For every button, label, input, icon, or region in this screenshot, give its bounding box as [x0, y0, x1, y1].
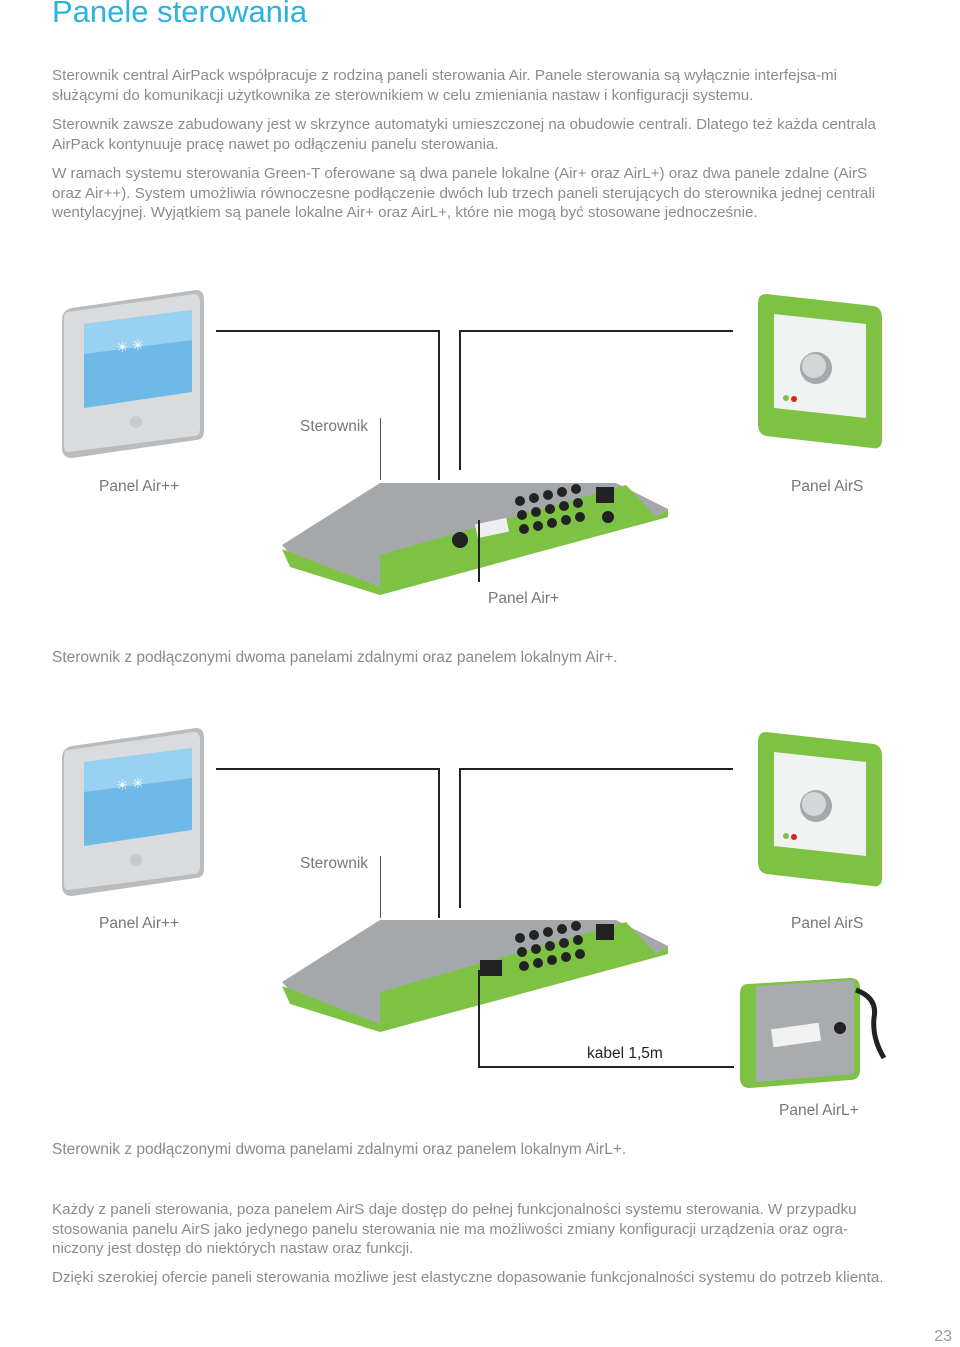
panel-airs-image [758, 732, 882, 887]
controller-box-image [282, 483, 668, 595]
panel-airl-plus-image [740, 978, 887, 1088]
cable-line [478, 970, 480, 1068]
connector-line [459, 330, 733, 332]
controller-box-image [282, 920, 668, 1032]
svg-text:✳: ✳ [132, 776, 144, 792]
connector-line [459, 768, 733, 770]
intro-paragraph-2: Sterownik zawsze zabudowany jest w skrzy… [52, 116, 876, 153]
page-number: 23 [934, 1328, 952, 1345]
intro-paragraph-3: W ramach systemu sterowania Green-T ofer… [52, 165, 876, 221]
connector-line [459, 330, 461, 470]
svg-text:☀: ☀ [116, 340, 129, 356]
connector-line [438, 768, 440, 918]
connector-line [216, 330, 440, 332]
panel-airs-image [758, 294, 882, 449]
svg-text:☀: ☀ [116, 778, 129, 794]
controller-pointer-line [380, 418, 381, 480]
connector-line [438, 330, 440, 480]
controller-pointer-line [380, 856, 381, 918]
connector-line [216, 768, 440, 770]
connector-line [478, 520, 480, 582]
label-panel-air-plus-plus: Panel Air++ [99, 478, 180, 495]
cable-line [478, 1066, 734, 1068]
label-controller: Sterownik [300, 855, 369, 872]
panel-air-plus-plus-image: ☀ ✳ [62, 290, 204, 458]
caption-diagram-2: Sterownik z podłączonymi dwoma panelami … [52, 1141, 627, 1158]
page-title: Panele sterowania [52, 0, 308, 29]
label-panel-airl-plus: Panel AirL+ [779, 1102, 859, 1119]
intro-paragraph-1: Sterownik central AirPack współpracuje z… [52, 67, 838, 104]
footer-paragraph-1: Każdy z paneli sterowania, poza panelem … [52, 1201, 857, 1257]
label-panel-airs: Panel AirS [791, 915, 864, 932]
footer-paragraph-2: Dzięki szerokiej ofercie paneli sterowan… [52, 1269, 884, 1286]
svg-text:✳: ✳ [132, 338, 144, 354]
connector-line [459, 768, 461, 908]
label-panel-air-plus: Panel Air+ [488, 590, 560, 607]
label-panel-air-plus-plus: Panel Air++ [99, 915, 180, 932]
panel-air-plus-plus-image: ☀ ✳ [62, 728, 204, 896]
caption-diagram-1: Sterownik z podłączonymi dwoma panelami … [52, 649, 618, 666]
label-panel-airs: Panel AirS [791, 478, 864, 495]
label-cable: kabel 1,5m [587, 1045, 663, 1062]
label-controller: Sterownik [300, 418, 369, 435]
